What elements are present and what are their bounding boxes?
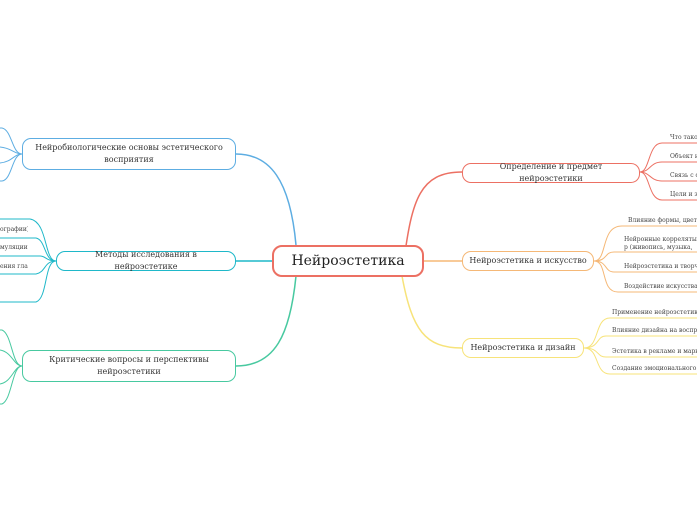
leaf-design-4[interactable]: Создание эмоционального д	[612, 365, 697, 372]
branch-art[interactable]: Нейроэстетика и искусство	[462, 251, 594, 271]
leaf-design-1[interactable]: Применение нейроэстетики	[612, 309, 697, 316]
leaf-definition-3[interactable]: Связь с ф	[670, 172, 697, 179]
branch-definition[interactable]: Определение и предмет нейроэстетики	[462, 162, 640, 183]
branch-design[interactable]: Нейроэстетика и дизайн	[462, 338, 584, 358]
link-root-definition	[403, 171, 463, 261]
leaf-design-3[interactable]: Эстетика в рекламе и марке	[612, 348, 697, 355]
link-root-critical	[235, 275, 297, 367]
link-root-neurobio	[235, 153, 297, 246]
leaf-art-3[interactable]: Нейроэстетика и творче	[624, 263, 697, 270]
leaf-methods-2[interactable]: муляции)	[0, 244, 28, 251]
branch-methods[interactable]: Методы исследования в нейроэстетике	[56, 250, 236, 271]
leaf-definition-4[interactable]: Цели и за	[670, 191, 697, 198]
leaf-art-1[interactable]: Влияние формы, цвета	[628, 217, 697, 224]
leaf-design-2[interactable]: Влияние дизайна на восприя	[612, 327, 697, 334]
leaf-art-2[interactable]: Нейронные корреляты р (живопись, музыка,…	[624, 236, 697, 251]
leaf-methods-3[interactable]: ения глаз	[0, 263, 28, 270]
leaf-methods-1[interactable]: ографии)	[0, 226, 28, 233]
leaf-definition-2[interactable]: Объект и	[670, 153, 697, 160]
leaf-art-4[interactable]: Воздействие искусства	[624, 283, 697, 290]
link-root-design	[401, 275, 463, 349]
branch-critical[interactable]: Критические вопросы и перспективы нейроэ…	[22, 350, 236, 382]
leaf-definition-1[interactable]: Что такое	[670, 134, 697, 141]
branch-neurobio[interactable]: Нейробиологические основы эстетического …	[22, 138, 236, 170]
root-topic[interactable]: Нейроэстетика	[272, 245, 424, 277]
